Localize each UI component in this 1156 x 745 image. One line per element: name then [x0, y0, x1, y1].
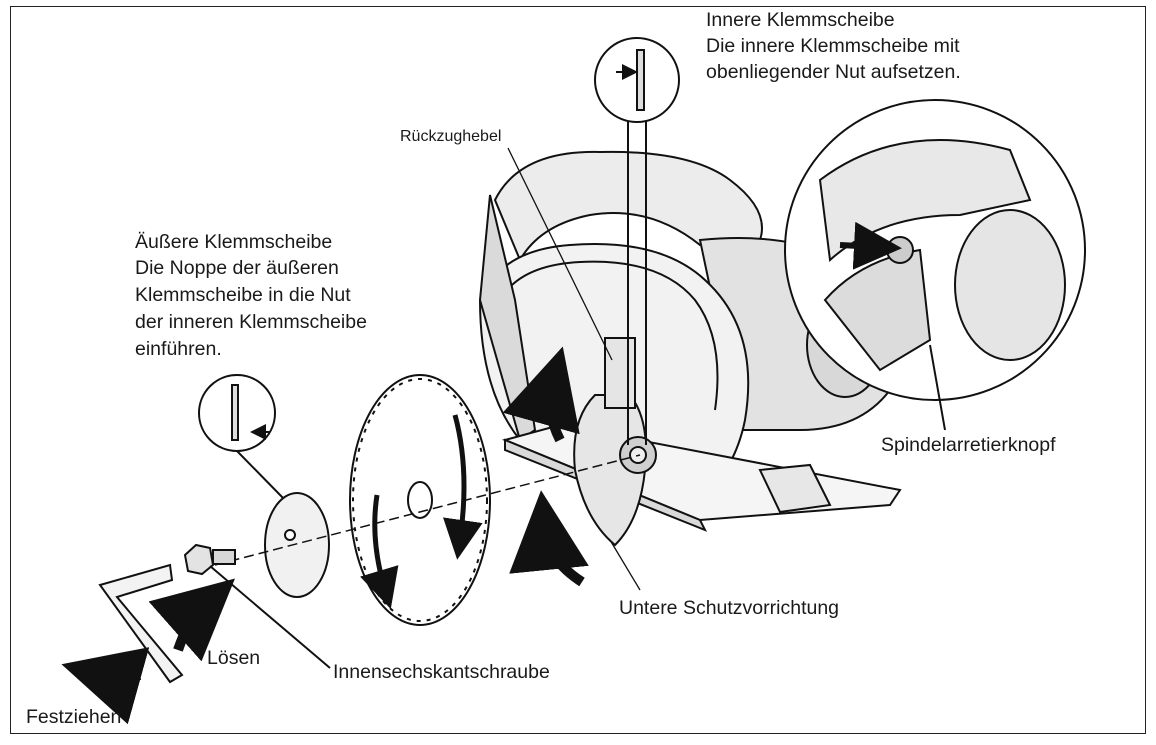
retraction-lever-label: Rückzughebel — [400, 128, 502, 145]
hex-wrench-icon — [98, 563, 184, 684]
hex-bolt-icon — [183, 543, 331, 669]
outer-flange-title: Äußere Klemmscheibe — [135, 231, 333, 253]
lower-guard-label: Untere Schutzvorrichtung — [619, 597, 840, 619]
outer-flange-desc-2: Klemmscheibe in die Nut — [135, 284, 351, 306]
circular-saw-icon — [478, 150, 902, 547]
outer-flange-desc-1: Die Noppe der äußeren — [135, 257, 339, 279]
outer-flange-detail — [198, 374, 330, 598]
leader-lines — [507, 147, 641, 591]
inner-flange-desc-2: obenliegender Nut aufsetzen. — [706, 61, 961, 83]
shaft-lock-detail — [784, 99, 1086, 431]
inner-flange-desc-1: Die innere Klemmscheibe mit — [706, 35, 960, 57]
outer-flange-desc-4: einführen. — [135, 338, 222, 360]
loosen-label: Lösen — [207, 647, 261, 669]
arrow-icon — [61, 346, 589, 725]
inner-flange-title: Innere Klemmscheibe — [706, 9, 895, 31]
inner-flange-detail — [594, 37, 680, 445]
saw-blade-icon — [349, 374, 491, 626]
tighten-label: Festziehen — [26, 706, 122, 728]
axis-line — [214, 454, 641, 566]
outer-flange-desc-3: der inneren Klemmscheibe — [135, 311, 367, 333]
hex-bolt-label: Innensechskantschraube — [333, 661, 550, 683]
shaft-lock-label: Spindelarretierknopf — [881, 434, 1056, 456]
